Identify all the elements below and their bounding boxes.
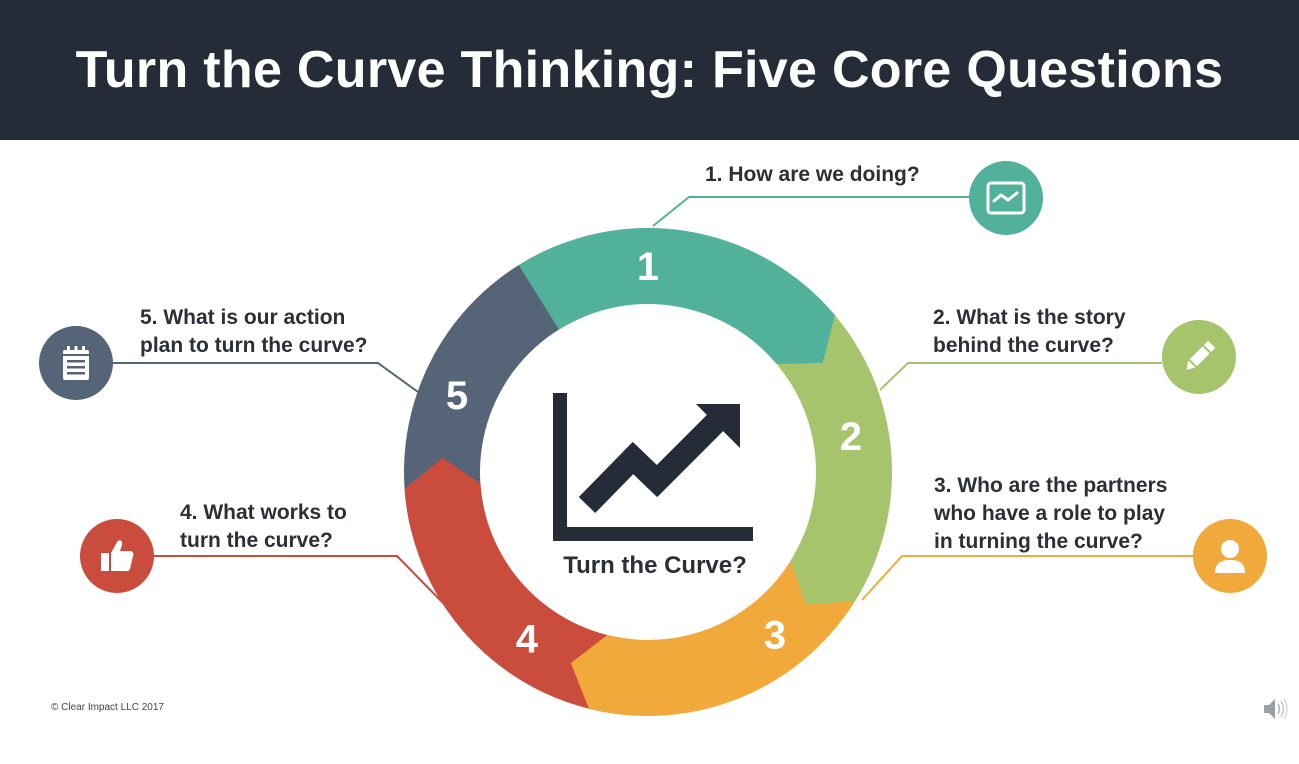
cycle-number-4: 4 — [516, 618, 539, 662]
cycle-number-5: 5 — [446, 374, 468, 418]
connector-line-3 — [861, 555, 1193, 601]
cycle-segment-5 — [403, 245, 599, 532]
question-4-line-2: turn the curve? — [180, 529, 333, 552]
pencil-icon — [1186, 340, 1216, 370]
chart-icon — [986, 181, 1026, 215]
cycle-number-1: 1 — [637, 245, 659, 289]
connector-line-4 — [152, 555, 447, 607]
title-bar: Turn the Curve Thinking: Five Core Quest… — [0, 0, 1299, 140]
speaker-icon[interactable] — [1262, 696, 1290, 722]
copyright-text: © Clear Impact LLC 2017 — [51, 702, 164, 713]
cycle-segment-1 — [518, 227, 835, 365]
question-4: 4. What works to turn the curve? — [180, 499, 347, 555]
cycle-number-3: 3 — [764, 613, 786, 657]
notepad-icon — [63, 346, 89, 380]
question-5-line-1: 5. What is our action — [140, 306, 346, 329]
person-icon — [1215, 540, 1245, 573]
question-1-line-1: 1. How are we doing? — [705, 163, 920, 186]
thumbs-up-icon — [101, 540, 134, 571]
question-2: 2. What is the story behind the curve? — [933, 304, 1126, 360]
question-1: 1. How are we doing? — [705, 161, 920, 189]
question-3-icon-circle — [1193, 519, 1267, 593]
question-2-line-2: behind the curve? — [933, 334, 1114, 357]
cycle-ring: 1 2 3 4 5 — [403, 227, 892, 716]
question-2-icon-circle — [1162, 320, 1236, 394]
connector-line-5 — [113, 362, 419, 393]
question-2-line-1: 2. What is the story — [933, 306, 1126, 329]
connector-line-1 — [652, 196, 970, 227]
connector-line-2 — [879, 362, 1162, 391]
question-3-line-2: who have a role to play — [934, 502, 1166, 525]
growth-chart-icon — [553, 393, 753, 541]
question-4-line-1: 4. What works to — [180, 501, 347, 524]
question-3: 3. Who are the partners who have a role … — [934, 472, 1167, 556]
question-5-icon-circle — [39, 326, 113, 400]
question-5: 5. What is our action plan to turn the c… — [140, 304, 368, 360]
question-5-line-2: plan to turn the curve? — [140, 334, 368, 357]
question-3-line-3: in turning the curve? — [934, 530, 1143, 553]
question-3-line-1: 3. Who are the partners — [934, 474, 1168, 497]
question-1-icon-circle — [969, 161, 1043, 235]
cycle-number-2: 2 — [840, 415, 862, 459]
cycle-segment-2 — [755, 285, 892, 605]
page-title: Turn the Curve Thinking: Five Core Quest… — [75, 41, 1224, 99]
question-4-icon-circle — [80, 519, 154, 593]
center-label: Turn the Curve? — [563, 552, 747, 579]
cycle-segment-4 — [404, 457, 637, 716]
